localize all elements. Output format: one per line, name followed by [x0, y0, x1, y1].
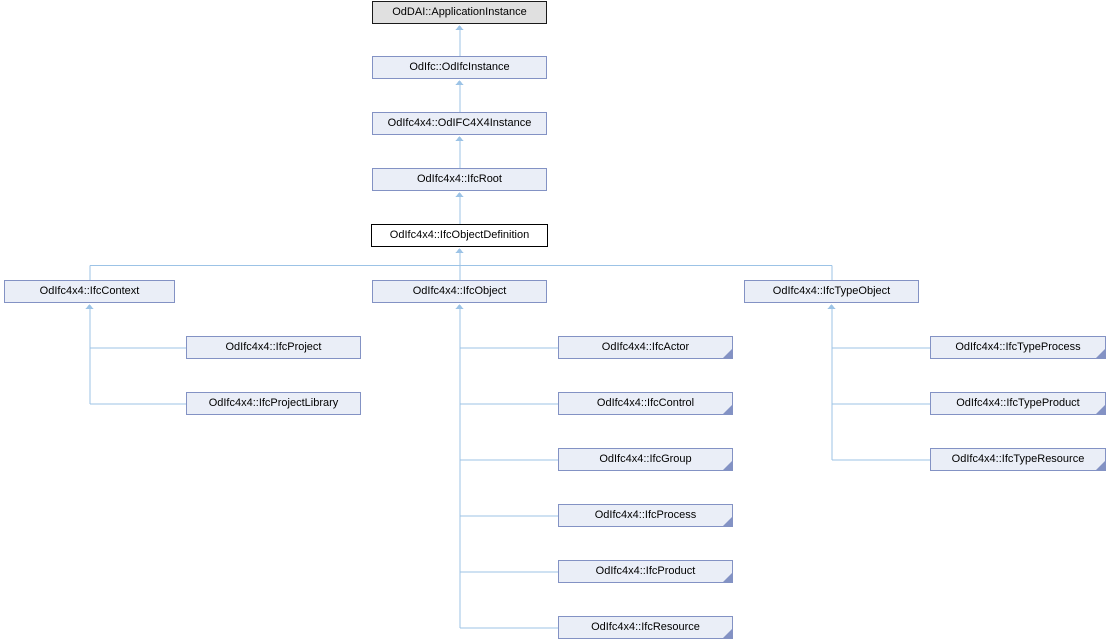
inheritance-arrowhead-icon — [827, 304, 836, 309]
class-node-odifc4x4-ifctypeproduct[interactable]: OdIfc4x4::IfcTypeProduct — [930, 392, 1106, 415]
class-node-odifc4x4-ifctypeobject[interactable]: OdIfc4x4::IfcTypeObject — [744, 280, 919, 303]
more-children-fold-icon — [1096, 405, 1105, 414]
class-node-odifc4x4-ifccontext[interactable]: OdIfc4x4::IfcContext — [4, 280, 175, 303]
more-children-fold-icon — [723, 405, 732, 414]
more-children-fold-icon — [723, 629, 732, 638]
inheritance-arrowhead-icon — [455, 136, 464, 141]
class-node-odifc4x4-ifcproject[interactable]: OdIfc4x4::IfcProject — [186, 336, 361, 359]
class-node-odifc4x4-ifcproduct[interactable]: OdIfc4x4::IfcProduct — [558, 560, 733, 583]
more-children-fold-icon — [1096, 349, 1105, 358]
inheritance-arrowhead-icon — [455, 192, 464, 197]
inheritance-arrowhead-icon — [455, 248, 464, 253]
inheritance-arrowhead-icon — [455, 304, 464, 309]
class-node-odifc4x4-ifcroot[interactable]: OdIfc4x4::IfcRoot — [372, 168, 547, 191]
class-node-odifc4x4-ifccontrol[interactable]: OdIfc4x4::IfcControl — [558, 392, 733, 415]
class-node-odifc4x4-ifcgroup[interactable]: OdIfc4x4::IfcGroup — [558, 448, 733, 471]
more-children-fold-icon — [723, 349, 732, 358]
inheritance-arrowhead-icon — [455, 80, 464, 85]
class-node-odifc4x4-ifcprojectlibrary[interactable]: OdIfc4x4::IfcProjectLibrary — [186, 392, 361, 415]
class-node-odifc4x4-ifcresource[interactable]: OdIfc4x4::IfcResource — [558, 616, 733, 639]
class-node-oddai-applicationinstance: OdDAI::ApplicationInstance — [372, 1, 547, 24]
class-node-odifc4x4-ifctypeprocess[interactable]: OdIfc4x4::IfcTypeProcess — [930, 336, 1106, 359]
more-children-fold-icon — [1096, 461, 1105, 470]
inheritance-arrowhead-icon — [455, 25, 464, 30]
class-node-odifc-odifcinstance[interactable]: OdIfc::OdIfcInstance — [372, 56, 547, 79]
class-node-odifc4x4-ifcobject[interactable]: OdIfc4x4::IfcObject — [372, 280, 547, 303]
class-node-odifc4x4-ifcobjectdefinition: OdIfc4x4::IfcObjectDefinition — [371, 224, 548, 247]
more-children-fold-icon — [723, 461, 732, 470]
more-children-fold-icon — [723, 573, 732, 582]
class-node-odifc4x4-odifc4x4instance[interactable]: OdIfc4x4::OdIFC4X4Instance — [372, 112, 547, 135]
class-node-odifc4x4-ifctyperesource[interactable]: OdIfc4x4::IfcTypeResource — [930, 448, 1106, 471]
class-node-odifc4x4-ifcprocess[interactable]: OdIfc4x4::IfcProcess — [558, 504, 733, 527]
more-children-fold-icon — [723, 517, 732, 526]
inheritance-arrowhead-icon — [85, 304, 94, 309]
class-node-odifc4x4-ifcactor[interactable]: OdIfc4x4::IfcActor — [558, 336, 733, 359]
